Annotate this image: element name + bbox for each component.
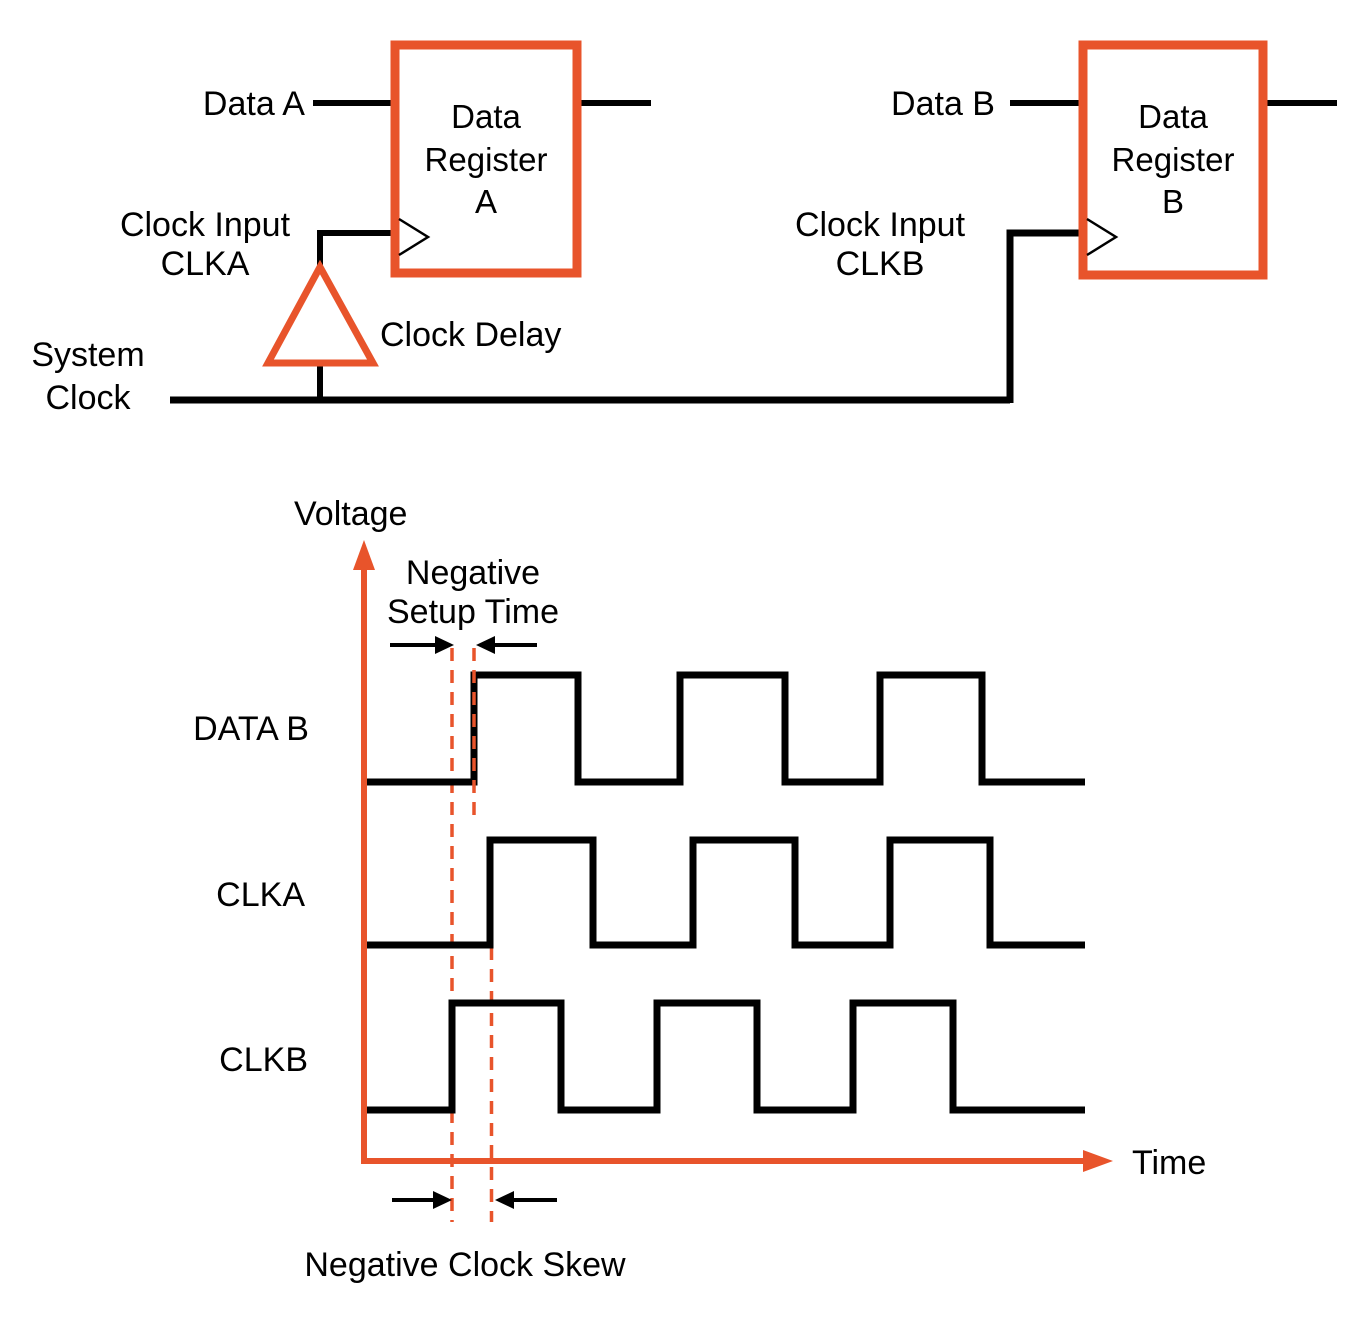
- row-label-clka: CLKA: [216, 876, 305, 914]
- voltage-axis-arrowhead-icon: [353, 540, 375, 570]
- clock-skew-arrows: [392, 1191, 557, 1209]
- setup-time-arrows: [390, 636, 537, 654]
- waveform-clka: [364, 836, 1085, 949]
- clkb-wire: [1006, 229, 1085, 403]
- system-clock-label-line1: System: [31, 336, 144, 374]
- time-axis-label: Time: [1132, 1144, 1206, 1182]
- circuit-schematic: Data Register A Data Register B Data A D…: [31, 40, 1337, 417]
- register-b-label-line1: Data: [1138, 98, 1208, 135]
- clock-delay-label: Clock Delay: [380, 316, 561, 354]
- register-b-label-line2: Register: [1112, 141, 1235, 178]
- row-label-clkb: CLKB: [219, 1041, 308, 1079]
- data-register-b-box: [1078, 40, 1268, 280]
- register-a-label-line1: Data: [451, 98, 521, 135]
- waveform-clkb: [364, 999, 1085, 1114]
- negative-clock-skew-label: Negative Clock Skew: [304, 1246, 626, 1284]
- clock-input-clkb-label-line2: CLKB: [836, 245, 925, 283]
- negative-setup-time-label-line2: Setup Time: [387, 593, 559, 631]
- setup-right-arrowhead-icon: [476, 636, 495, 654]
- setup-left-arrowhead-icon: [435, 636, 454, 654]
- clock-delay-buffer-triangle: [262, 259, 379, 367]
- clock-input-clkb-label-line1: Clock Input: [795, 206, 966, 244]
- data-a-label: Data A: [203, 85, 305, 123]
- clka-wire: [317, 230, 397, 270]
- skew-right-arrowhead-icon: [495, 1191, 514, 1209]
- register-a-label-line2: Register: [425, 141, 548, 178]
- time-axis-arrowhead-icon: [1083, 1150, 1113, 1172]
- clock-input-clka-label-line2: CLKA: [161, 245, 250, 283]
- register-a-label-line3: A: [475, 183, 497, 220]
- timing-diagram: Voltage Negative Setup Time DATA B CLKA …: [193, 495, 1206, 1284]
- register-b-label-line3: B: [1162, 183, 1184, 220]
- voltage-axis-label: Voltage: [294, 495, 407, 533]
- negative-setup-time-label-line1: Negative: [406, 554, 540, 592]
- data-b-label: Data B: [891, 85, 995, 123]
- register-b-clock-edge-symbol: [1086, 217, 1119, 257]
- register-a-clock-edge-symbol: [398, 217, 431, 257]
- skew-left-arrowhead-icon: [433, 1191, 452, 1209]
- clock-input-clka-label-line1: Clock Input: [120, 206, 291, 244]
- row-label-data-b: DATA B: [193, 710, 309, 748]
- waveform-data-b: [364, 671, 1085, 786]
- system-clock-label-line2: Clock: [45, 379, 131, 417]
